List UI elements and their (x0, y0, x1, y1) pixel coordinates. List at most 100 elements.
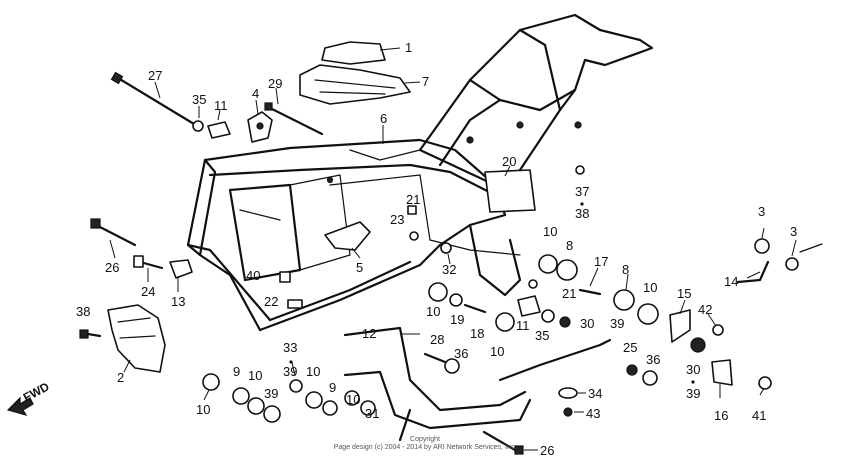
callout-29: 29 (268, 76, 282, 91)
callout-10d: 10 (643, 280, 657, 295)
part-25-36 (626, 364, 658, 386)
callout-38: 38 (575, 206, 589, 221)
bracket-5 (324, 221, 371, 251)
main-frame (186, 13, 654, 332)
callout-33: 33 (283, 340, 297, 355)
callout-10h: 10 (196, 402, 210, 417)
engine-mount-hardware (428, 242, 571, 332)
callout-24: 24 (141, 284, 155, 299)
callout-16: 16 (714, 408, 728, 423)
callout-21: 21 (406, 192, 420, 207)
callout-10b: 10 (426, 304, 440, 319)
bolt-29 (264, 102, 324, 136)
callout-15: 15 (677, 286, 691, 301)
callout-25: 25 (623, 340, 637, 355)
callout-41: 41 (752, 408, 766, 423)
parts-28-36-31 (360, 352, 460, 416)
bracket-16-bolt-41 (711, 359, 772, 390)
callout-39d: 39 (686, 386, 700, 401)
callout-7: 7 (422, 74, 429, 89)
callout-22: 22 (264, 294, 278, 309)
callout-35b: 35 (535, 328, 549, 343)
callout-39a: 39 (610, 316, 624, 331)
plate-part-1 (321, 41, 386, 65)
callout-43: 43 (586, 406, 600, 421)
copyright-notice: Copyright Page design (c) 2004 - 2014 by… (0, 436, 850, 452)
callout-10g: 10 (346, 392, 360, 407)
callout-13: 13 (171, 294, 185, 309)
callout-19: 19 (450, 312, 464, 327)
callout-27: 27 (148, 68, 162, 83)
callout-4: 4 (252, 86, 259, 101)
hose-14 (736, 238, 823, 284)
callout-26a: 26 (105, 260, 119, 275)
callout-9b: 9 (329, 380, 336, 395)
callout-8a: 8 (566, 238, 573, 253)
bracket-15 (669, 309, 724, 353)
swingarm-bushings-right (538, 254, 659, 325)
callout-14: 14 (724, 274, 738, 289)
callout-10e: 10 (306, 364, 320, 379)
callout-23: 23 (390, 212, 404, 227)
callout-39c: 39 (264, 386, 278, 401)
tray-part-7 (299, 64, 411, 105)
callout-30b: 30 (686, 362, 700, 377)
callout-39b: 39 (283, 364, 297, 379)
copyright-line-1: Copyright (410, 436, 440, 443)
callout-17: 17 (594, 254, 608, 269)
callout-35: 35 (192, 92, 206, 107)
callout-1: 1 (405, 40, 412, 55)
bushing-11-top (207, 121, 231, 139)
callout-2: 2 (117, 370, 124, 385)
callout-21b: 21 (562, 286, 576, 301)
callout-10c: 10 (490, 344, 504, 359)
callout-36a: 36 (454, 346, 468, 361)
callout-10f: 10 (248, 368, 262, 383)
callout-36b: 36 (646, 352, 660, 367)
long-bolt-27 (110, 71, 196, 126)
copyright-line-2: Page design (c) 2004 - 2014 by ARI Netwo… (333, 444, 517, 451)
callout-12: 12 (362, 326, 376, 341)
bolt-37-38 (575, 165, 585, 175)
engine-guard-12 (343, 326, 612, 442)
callout-32: 32 (442, 262, 456, 277)
callout-34: 34 (588, 386, 602, 401)
callout-40: 40 (246, 268, 260, 283)
callout-9a: 9 (233, 364, 240, 379)
callout-38b: 38 (76, 304, 90, 319)
fwd-label: FWD (21, 379, 52, 404)
callout-30a: 30 (580, 316, 594, 331)
callout-28: 28 (430, 332, 444, 347)
bracket-13 (169, 259, 193, 279)
callout-20: 20 (502, 154, 516, 169)
bolt-38-left (79, 329, 102, 339)
bolt-26-left (90, 218, 137, 247)
callout-10a: 10 (543, 224, 557, 239)
parts-21-23 (407, 205, 419, 241)
bolt-26-bottom (482, 430, 524, 455)
forward-arrow-icon: FWD (6, 379, 52, 416)
callout-3b: 3 (790, 224, 797, 239)
callout-42: 42 (698, 302, 712, 317)
callout-37: 37 (575, 184, 589, 199)
callout-5: 5 (356, 260, 363, 275)
parts-34-43 (558, 387, 578, 417)
callout-3a: 3 (758, 204, 765, 219)
bracket-4 (247, 111, 273, 143)
bolt-24 (133, 255, 164, 270)
callout-numbers: 1 7 27 35 11 4 29 6 20 37 38 21 23 5 3 3… (76, 40, 797, 458)
parts-40-22 (279, 271, 303, 309)
callout-11: 11 (214, 98, 228, 113)
callout-26b: 26 (540, 443, 554, 458)
callout-6: 6 (380, 111, 387, 126)
lower-bushings-row (202, 373, 360, 423)
cover-2 (107, 304, 166, 373)
washer-35-top (192, 120, 204, 132)
callout-18: 18 (470, 326, 484, 341)
callout-31: 31 (365, 406, 379, 421)
leader-lines (109, 47, 797, 451)
callout-11b: 11 (516, 318, 530, 333)
callout-8b: 8 (622, 262, 629, 277)
